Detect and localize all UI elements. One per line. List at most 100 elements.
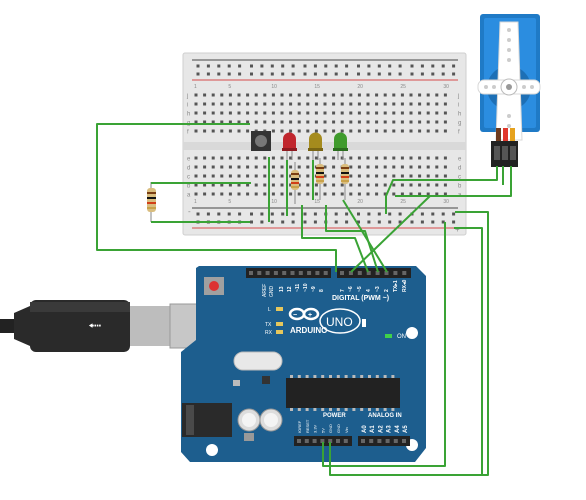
breadboard-hole	[435, 156, 439, 160]
header-pin[interactable]	[323, 271, 328, 275]
rail-hole	[398, 220, 402, 224]
breadboard-hole	[409, 93, 413, 97]
header-pin[interactable]	[402, 271, 407, 275]
breadboard-hole	[409, 183, 413, 187]
breadboard-hole	[409, 174, 413, 178]
breadboard-hole	[254, 192, 258, 196]
breadboard-hole	[357, 93, 361, 97]
row-letter: d	[187, 166, 190, 172]
power-label: POWER	[323, 413, 346, 419]
usb-cable[interactable]: ⭪	[0, 300, 223, 352]
breadboard-hole	[194, 174, 198, 178]
header-pin[interactable]	[343, 439, 348, 443]
breadboard-hole	[323, 111, 327, 115]
header-pin[interactable]	[320, 439, 325, 443]
breadboard-hole	[392, 165, 396, 169]
power-analog-pins[interactable]	[297, 439, 406, 443]
header-pin[interactable]	[304, 439, 309, 443]
usb-plug-body	[30, 300, 130, 352]
wire-servo-signal[interactable]	[350, 166, 512, 273]
header-pin[interactable]	[377, 439, 382, 443]
header-pin[interactable]	[402, 439, 406, 443]
header-pin[interactable]	[375, 271, 380, 275]
header-pin[interactable]	[257, 271, 262, 275]
rail-hole	[441, 220, 445, 224]
header-pin[interactable]	[361, 439, 365, 443]
header-pin[interactable]	[340, 271, 344, 275]
push-button[interactable]	[251, 131, 271, 151]
row-letter: j	[186, 94, 188, 100]
resistor-2[interactable]	[316, 158, 324, 200]
header-pin[interactable]	[273, 271, 278, 275]
resistor-3[interactable]	[341, 158, 349, 200]
servo-motor[interactable]	[477, 14, 541, 167]
wire-led-red-signal[interactable]	[301, 205, 369, 273]
wire-button-to-pin[interactable]	[96, 123, 337, 272]
rail-hole	[313, 212, 317, 216]
breadboard-hole	[228, 111, 232, 115]
header-pin[interactable]	[385, 439, 390, 443]
header-pin[interactable]	[249, 271, 253, 275]
breadboard-hole	[297, 165, 301, 169]
rail-hole	[357, 220, 360, 224]
breadboard-hole	[409, 192, 413, 196]
wire-led-green-signal[interactable]	[342, 199, 388, 273]
row-letter: c	[187, 175, 190, 181]
header-pin[interactable]	[290, 271, 295, 275]
header-pin[interactable]	[312, 439, 317, 443]
led-yellow[interactable]	[308, 132, 323, 160]
breadboard-hole	[392, 93, 396, 97]
header-pin[interactable]	[336, 439, 340, 443]
header-pin[interactable]	[348, 271, 353, 275]
row-letter: b	[187, 184, 191, 190]
column-number: 25	[400, 199, 406, 205]
rail-hole	[367, 212, 371, 216]
breadboard-hole	[314, 129, 318, 133]
header-pin[interactable]	[384, 271, 389, 275]
header-pin[interactable]	[357, 271, 362, 275]
breadboard-hole	[220, 156, 224, 160]
reset-button-cap[interactable]	[209, 281, 219, 291]
rail-hole	[431, 220, 435, 224]
digital-pins[interactable]	[249, 271, 407, 275]
breadboard-hole	[306, 102, 310, 106]
header-pin[interactable]	[298, 271, 303, 275]
breadboard-hole	[366, 111, 370, 115]
rail-hole	[227, 72, 231, 76]
breadboard-hole	[392, 192, 396, 196]
header-pin[interactable]	[315, 271, 320, 275]
led-red[interactable]	[282, 132, 297, 160]
wire-servo-power[interactable]	[385, 166, 498, 214]
resistor-external[interactable]	[147, 182, 156, 222]
breadboard-hole	[443, 156, 447, 160]
breadboard-hole	[418, 174, 422, 178]
header-pin[interactable]	[393, 271, 398, 275]
breadboard-hole	[237, 93, 241, 97]
breadboard-hole	[400, 102, 404, 106]
header-pin[interactable]	[369, 439, 374, 443]
breadboard-hole	[340, 183, 344, 187]
breadboard-hole	[340, 93, 344, 97]
header-pin[interactable]	[393, 439, 398, 443]
header-pin[interactable]	[366, 271, 371, 275]
breadboard-hole	[211, 174, 215, 178]
digital-pin-label: ~11	[295, 284, 301, 292]
wire-rail-plus-extra[interactable]	[454, 227, 483, 475]
row-letter: i	[458, 103, 459, 109]
header-pin[interactable]	[307, 271, 312, 275]
breadboard-hole	[443, 174, 447, 178]
header-pin[interactable]	[282, 271, 287, 275]
header-pin[interactable]	[297, 439, 301, 443]
wire-rail-to-gnd[interactable]	[329, 211, 489, 476]
breadboard-hole	[271, 174, 275, 178]
led-green[interactable]	[333, 132, 348, 160]
wire-rail-to-5v[interactable]	[322, 222, 446, 467]
header-pin[interactable]	[328, 439, 333, 443]
breadboard-hole	[443, 111, 447, 115]
breadboard-hole	[357, 129, 361, 133]
header-pin[interactable]	[265, 271, 270, 275]
resistor-1[interactable]	[291, 162, 299, 204]
wires[interactable]	[96, 123, 512, 476]
